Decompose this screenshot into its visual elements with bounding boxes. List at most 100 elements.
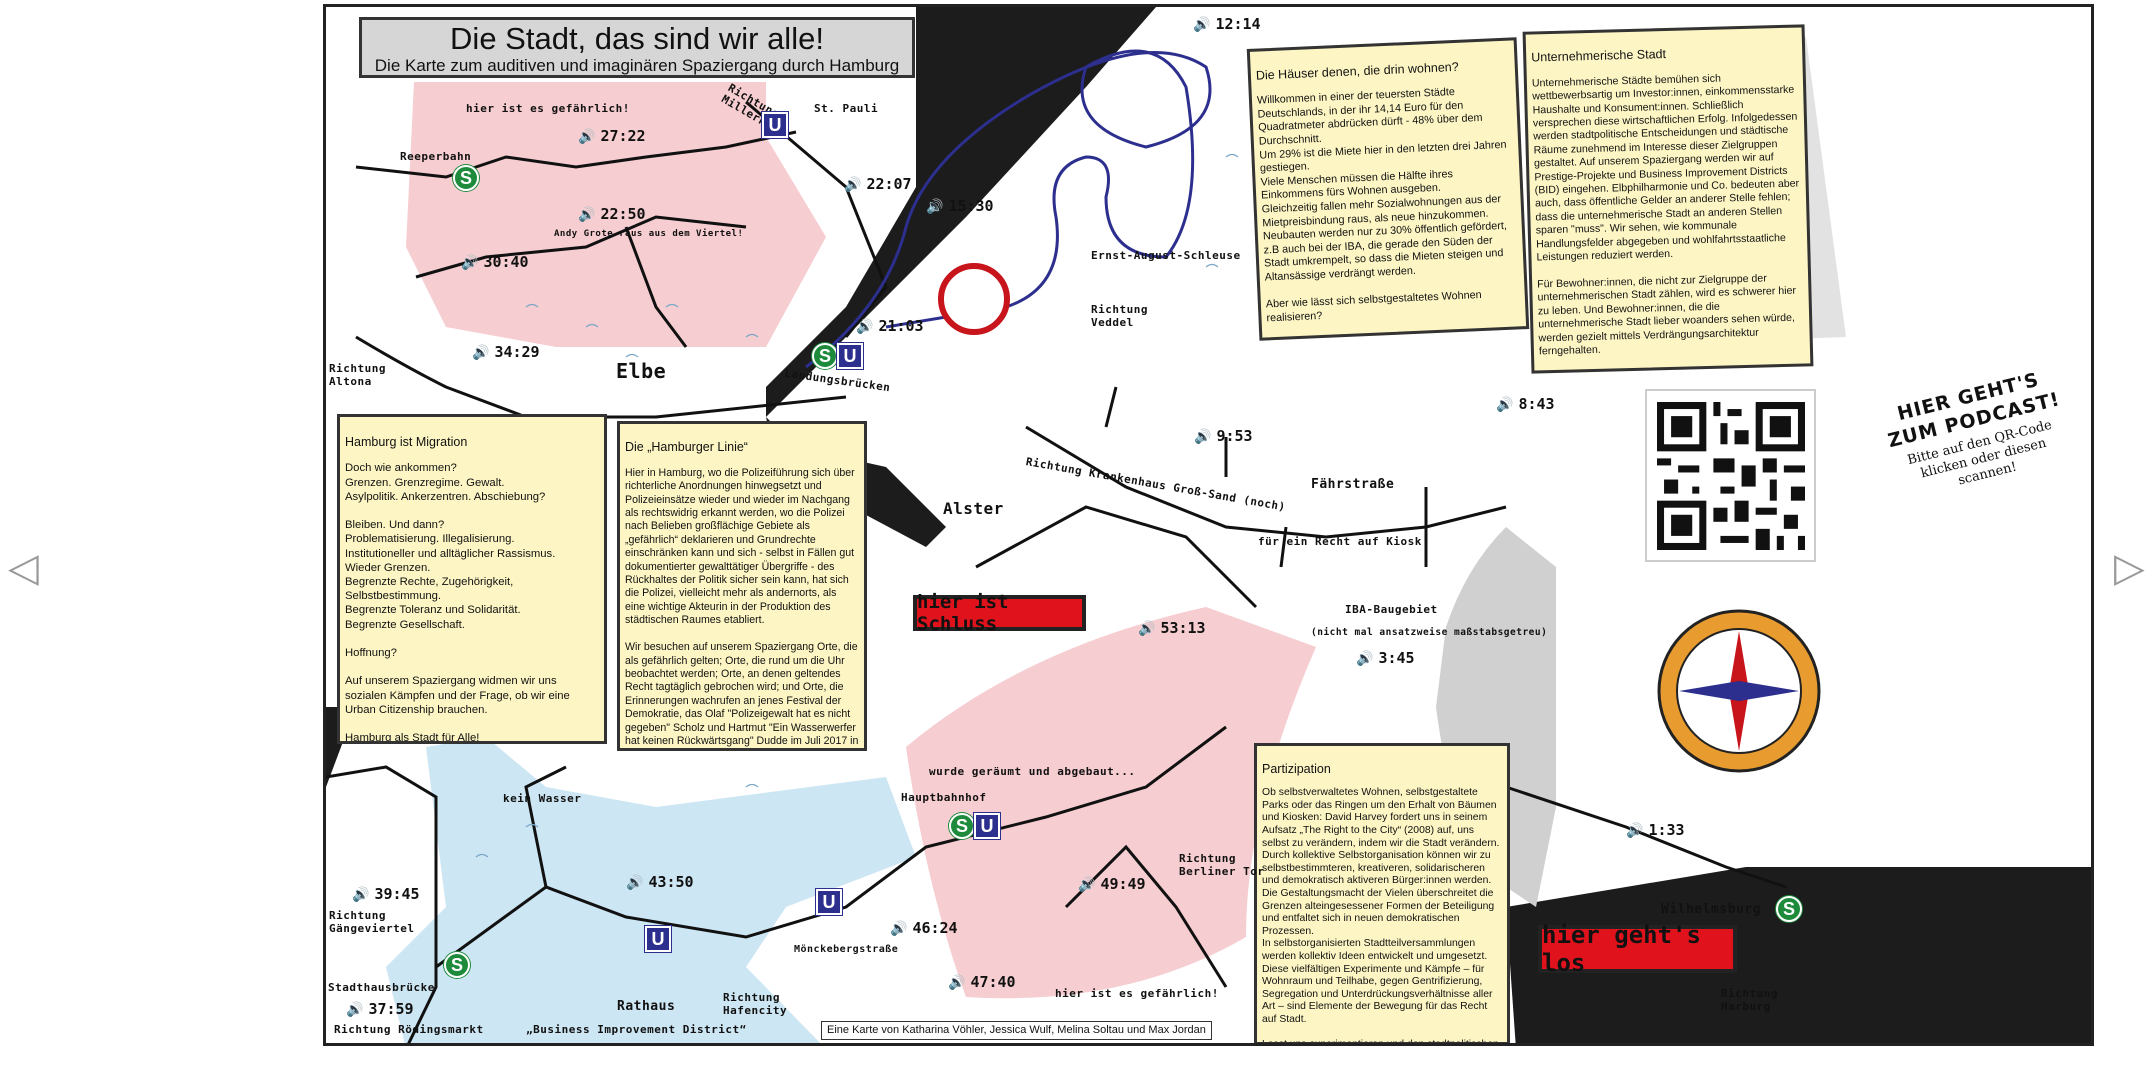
- u-bahn-icon: U: [816, 889, 842, 915]
- label-richtung-berliner-tor: Richtung Berliner Tor: [1179, 852, 1265, 878]
- s-bahn-icon: S: [444, 952, 470, 978]
- map-title-banner: Die Stadt, das sind wir alle! Die Karte …: [359, 17, 915, 78]
- speaker-icon: 🔊: [856, 319, 874, 335]
- speaker-icon: 🔊: [1496, 397, 1514, 413]
- label-richtung-hafencity: Richtung Hafencity: [723, 991, 788, 1017]
- label-rathaus: Rathaus: [617, 999, 676, 1014]
- speaker-icon: 🔊: [346, 1002, 364, 1018]
- label-elbe: Elbe: [616, 359, 667, 383]
- label-bid: „Business Improvement District“: [526, 1023, 747, 1036]
- label-geraeumt: wurde geräumt und abgebaut...: [929, 765, 1136, 778]
- map-title: Die Stadt, das sind wir alle!: [450, 21, 824, 56]
- map-subtitle: Die Karte zum auditiven und imaginären S…: [374, 56, 900, 75]
- speaker-icon: 🔊: [1194, 429, 1212, 445]
- s-bahn-icon: S: [949, 813, 975, 839]
- audio-marker[interactable]: 🔊22:50: [578, 205, 646, 223]
- speaker-icon: 🔊: [948, 975, 966, 991]
- audio-marker[interactable]: 🔊34:29: [472, 343, 540, 361]
- audio-marker[interactable]: 🔊3:45: [1356, 649, 1415, 667]
- note-body: Unternehmerische Städte bemühen sich wet…: [1531, 72, 1800, 358]
- audio-marker[interactable]: 🔊12:14: [1193, 15, 1261, 33]
- u-bahn-icon: U: [837, 343, 863, 369]
- audio-marker[interactable]: 🔊27:22: [578, 127, 646, 145]
- speaker-icon: 🔊: [461, 255, 479, 271]
- streets: [326, 100, 1787, 1043]
- note-body: Ob selbstverwaltetes Wohnen, selbstgesta…: [1262, 787, 1500, 1045]
- start-marker-hier-gehts-los: hier geht's los: [1538, 921, 1737, 977]
- note-haeuser: Die Häuser denen, die drin wohnen? Willko…: [1246, 37, 1530, 341]
- speaker-icon: 🔊: [472, 345, 490, 361]
- label-ernst-august-schleuse: Ernst-August-Schleuse: [1091, 249, 1241, 262]
- audio-marker[interactable]: 🔊49:49: [1078, 875, 1146, 893]
- speaker-icon: 🔊: [1078, 877, 1096, 893]
- label-richtung-gaengeviertel: Richtung Gängeviertel: [329, 909, 415, 935]
- hamburg-map: Die Stadt, das sind wir alle! Die Karte …: [323, 4, 2094, 1046]
- audio-marker[interactable]: 🔊39:45: [352, 885, 420, 903]
- label-alster: Alster: [943, 499, 1004, 518]
- note-body: Doch wie ankommen? Grenzen. Grenzregime.…: [345, 462, 570, 744]
- label-iba-note: (nicht mal ansatzweise maßstabsgetreu): [1311, 627, 1548, 638]
- audio-marker[interactable]: 🔊37:59: [346, 1000, 414, 1018]
- u-bahn-icon: U: [645, 926, 671, 952]
- speaker-icon: 🔊: [578, 207, 596, 223]
- label-richtung-harburg: Richtung Harburg: [1721, 987, 1778, 1013]
- audio-marker[interactable]: 🔊47:40: [948, 973, 1016, 991]
- next-page-arrow[interactable]: ▷: [2114, 546, 2145, 590]
- audio-marker[interactable]: 🔊43:50: [626, 873, 694, 891]
- audio-marker[interactable]: 🔊22:07: [844, 175, 912, 193]
- label-moenckebergstrasse: Mönckebergstraße: [794, 944, 899, 955]
- label-stadthausbruecke: Stadthausbrücke: [328, 981, 435, 994]
- s-bahn-icon: S: [812, 343, 838, 369]
- label-richtung-altona: Richtung Altona: [329, 362, 386, 388]
- qr-code-icon: [1657, 402, 1805, 550]
- note-heading: Die Häuser denen, die drin wohnen?: [1255, 59, 1459, 83]
- danger-zone-stgeorg: [906, 607, 1316, 999]
- note-hamburger-linie: Die „Hamburger Linie“ Hier in Hamburg, wo…: [617, 421, 867, 751]
- label-richtung-roedingsmarkt: Richtung Rödingsmarkt: [334, 1023, 484, 1036]
- label-st-pauli: St. Pauli: [814, 102, 879, 115]
- audio-marker[interactable]: 🔊9:53: [1194, 427, 1253, 445]
- audio-marker[interactable]: 🔊1:33: [1626, 821, 1685, 839]
- note-partizipation: Partizipation Ob selbstverwaltetes Wohnen…: [1254, 743, 1510, 1045]
- note-heading: Partizipation: [1262, 761, 1331, 776]
- olympia-sign: [938, 263, 1010, 335]
- ferry-route: [805, 49, 1212, 369]
- previous-page-arrow[interactable]: ◁: [8, 546, 39, 590]
- label-wilhelmsburg: Wilhelmsburg: [1661, 902, 1761, 917]
- note-body: Hier in Hamburg, wo die Polizeiführung s…: [625, 466, 859, 747]
- compass: [1657, 609, 1821, 773]
- speaker-icon: 🔊: [626, 875, 644, 891]
- audio-marker[interactable]: 🔊21:03: [856, 317, 924, 335]
- speaker-icon: 🔊: [1138, 621, 1156, 637]
- s-bahn-icon: S: [453, 165, 479, 191]
- u-bahn-icon: U: [762, 112, 788, 138]
- audio-marker[interactable]: 🔊15:30: [926, 197, 994, 215]
- map-credits: Eine Karte von Katharina Vöhler, Jessica…: [821, 1021, 1212, 1040]
- label-hauptbahnhof: Hauptbahnhof: [901, 791, 987, 804]
- speaker-icon: 🔊: [578, 129, 596, 145]
- note-heading: Die „Hamburger Linie“: [625, 440, 748, 455]
- label-recht-auf-kiosk: für ein Recht auf Kiosk!: [1258, 535, 1429, 548]
- label-andy-grote: Andy Grote raus aus dem Viertel!: [554, 229, 744, 239]
- audio-marker[interactable]: 🔊30:40: [461, 253, 529, 271]
- label-faehrstrasse: Fährstraße: [1311, 477, 1395, 492]
- podcast-qr-code[interactable]: [1645, 389, 1816, 562]
- label-richtung-veddel: Richtung Veddel: [1091, 303, 1148, 329]
- speaker-icon: 🔊: [1356, 651, 1374, 667]
- alster-water: [386, 737, 916, 1043]
- label-danger-2: hier ist es gefährlich!: [1055, 987, 1219, 1000]
- note-heading: Unternehmerische Stadt: [1531, 47, 1667, 65]
- note-body: Willkommen in einer der teuersten Städte…: [1256, 86, 1508, 325]
- speaker-icon: 🔊: [844, 177, 862, 193]
- audio-marker[interactable]: 🔊53:13: [1138, 619, 1206, 637]
- speaker-icon: 🔊: [1626, 823, 1644, 839]
- speaker-icon: 🔊: [890, 921, 908, 937]
- audio-marker[interactable]: 🔊46:24: [890, 919, 958, 937]
- label-kein-wasser: kein Wasser: [503, 792, 582, 805]
- label-danger: hier ist es gefährlich!: [466, 102, 630, 115]
- audio-marker[interactable]: 🔊8:43: [1496, 395, 1555, 413]
- speaker-icon: 🔊: [1193, 17, 1211, 33]
- black-area-bottom-right: [1506, 867, 2091, 1043]
